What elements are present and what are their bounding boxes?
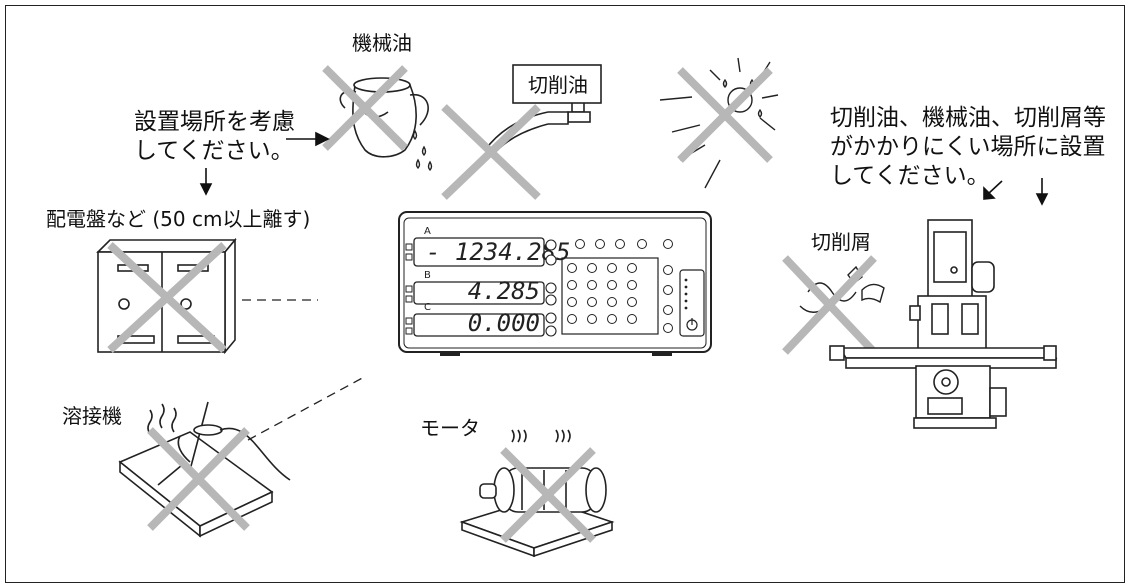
cross-welder: [147, 427, 250, 531]
display-counter: A B C - 1234.285 4.285 0.000: [398, 211, 712, 356]
cross-sunlight: [677, 67, 773, 163]
label-welder: 溶接機: [62, 404, 122, 428]
pointer-arrow-right-down: [1035, 178, 1049, 206]
channel-c-value: 0.000: [468, 309, 540, 337]
label-chips: 切削屑: [811, 230, 871, 254]
channel-b-value: 4.285: [468, 277, 540, 305]
cross-chips: [782, 255, 877, 355]
dashed-link-welder: [247, 375, 367, 441]
cross-electrical-panel: [107, 242, 227, 353]
pointer-arrow-left: [286, 131, 330, 147]
cross-oil-jug: [322, 65, 408, 151]
pointer-arrow-right-diag: [983, 180, 1003, 200]
label-machine-oil: 機械油: [352, 31, 412, 55]
label-install-note: 設置場所を考慮 してください。: [134, 109, 295, 164]
cross-cutting-oil: [441, 104, 541, 200]
channel-b-letter: B: [424, 270, 431, 281]
channel-a-letter: A: [424, 226, 431, 237]
diagram-border: [5, 5, 1125, 583]
oil-drops: [412, 129, 433, 171]
label-cutting-oil: 切削油: [528, 73, 588, 97]
pointer-arrow-panel-down: [199, 168, 213, 196]
channel-c-letter: C: [424, 302, 431, 313]
cross-motor: [500, 447, 596, 543]
label-electrical-panel: 配電盤など (50 cm以上離す): [46, 207, 311, 231]
label-motor: モータ: [420, 416, 480, 440]
motor-illustration: [459, 429, 615, 558]
milling-machine-illustration: [829, 219, 1058, 429]
label-right-note: 切削油、機械油、切削屑等 がかかりにくい場所に設置 してください。: [830, 105, 1106, 189]
cutting-oil-nozzle: [484, 64, 602, 157]
